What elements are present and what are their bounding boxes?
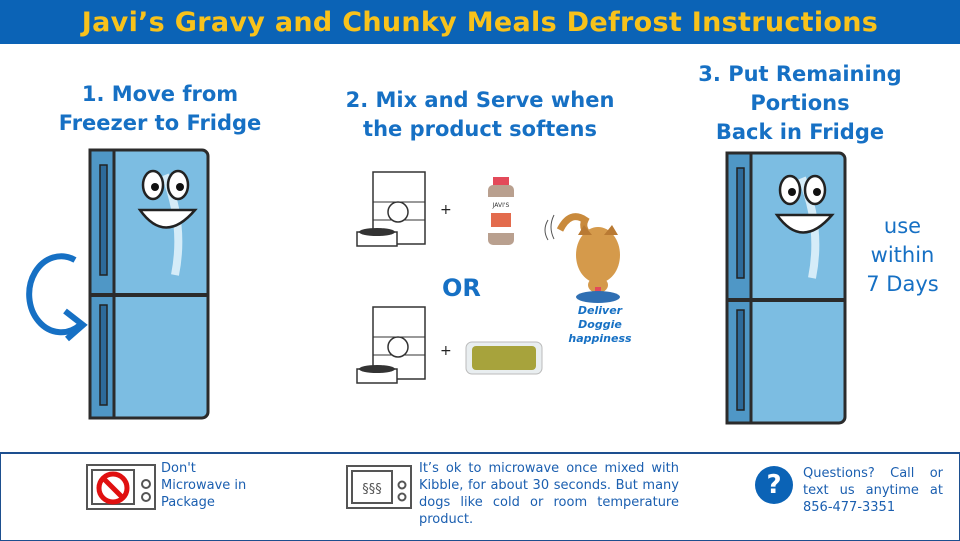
microwave-icon: §§§ — [346, 465, 412, 509]
no-microwave-icon — [86, 464, 156, 510]
no-microwave-line: Microwave in — [161, 478, 247, 493]
fridge-illustration-1 — [26, 148, 210, 420]
no-microwave-line: Package — [161, 495, 215, 510]
page-title: Javi’s Gravy and Chunky Meals Defrost In… — [81, 6, 879, 38]
use-within-line: 7 Days — [866, 272, 939, 296]
step-3-title: 3. Put Remaining Portions Back in Fridge — [680, 60, 920, 147]
step-2-title: 2. Mix and Serve when the product soften… — [330, 86, 630, 144]
kibble-bag-icon-2 — [356, 306, 426, 384]
caption-line: happiness — [568, 332, 632, 345]
step-2-line2: the product softens — [363, 117, 597, 141]
step-1-line1: 1. Move from — [81, 82, 239, 106]
plus-sign: + — [440, 202, 452, 218]
step-3-line1: 3. Put Remaining — [698, 62, 902, 86]
chunky-meal-tray-icon — [465, 341, 543, 375]
no-microwave-line: Don't — [161, 461, 196, 476]
or-label: OR — [442, 274, 481, 302]
use-within-note: use within 7 Days — [855, 212, 950, 299]
rotate-arrow-icon — [26, 253, 82, 336]
header-banner: Javi’s Gravy and Chunky Meals Defrost In… — [0, 0, 960, 44]
step-3-line2: Portions — [750, 91, 850, 115]
step-1-title: 1. Move from Freezer to Fridge — [40, 80, 280, 138]
question-icon: ? — [755, 466, 793, 504]
kibble-bag-icon — [356, 171, 426, 247]
step-3-line3: Back in Fridge — [715, 120, 885, 144]
use-within-line: use — [883, 214, 922, 238]
use-within-line: within — [870, 243, 935, 267]
fridge-icon — [88, 148, 210, 420]
step-1-line2: Freezer to Fridge — [58, 111, 262, 135]
microwave-ok-text: It’s ok to microwave once mixed with Kib… — [419, 461, 679, 527]
bottle-label: JAVI'S — [492, 202, 510, 209]
step-2-line1: 2. Mix and Serve when — [345, 88, 615, 112]
caption-line: Doggie — [578, 318, 622, 331]
svg-text:§§§: §§§ — [362, 482, 382, 497]
questions-contact-text: Questions? Call or text us anytime at 85… — [803, 466, 943, 515]
gravy-bottle-icon: JAVI'S — [488, 177, 514, 245]
fridge-icon-2 — [725, 151, 847, 425]
no-microwave-text: Don't Microwave in Package — [161, 460, 246, 511]
dog-caption: Deliver Doggie happiness — [560, 304, 640, 346]
caption-line: Deliver — [577, 304, 623, 317]
happy-dog-icon — [544, 213, 620, 303]
plus-sign-2: + — [440, 343, 452, 359]
